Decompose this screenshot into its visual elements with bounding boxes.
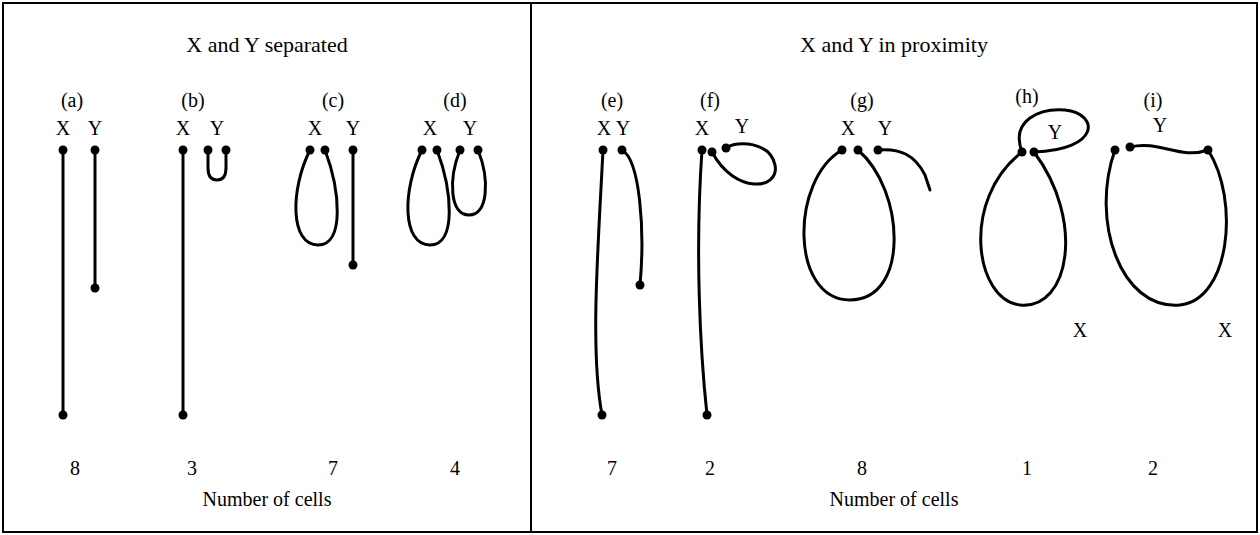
centromere-dot	[456, 146, 465, 155]
chromosome-label: Y	[1048, 121, 1062, 144]
centromere-dot	[179, 411, 188, 420]
centromere-dot	[349, 261, 358, 270]
cell-count: 8	[70, 457, 80, 480]
cell-count: 2	[705, 457, 715, 480]
chromosome-label: X	[176, 117, 190, 140]
chromosome-label: X	[1218, 319, 1232, 342]
centromere-dot	[349, 146, 358, 155]
figure-label: (d)	[443, 89, 466, 112]
centromere-dot	[1126, 143, 1135, 152]
chromosome-label: Y	[463, 117, 477, 140]
y-chromosome	[208, 150, 226, 180]
cell-count: 3	[187, 457, 197, 480]
cell-count: 1	[1022, 457, 1032, 480]
y-chromosome	[352, 150, 355, 265]
centromere-dot	[1204, 146, 1213, 155]
centromere-dot	[1030, 148, 1039, 157]
chromosome-label: Y	[210, 117, 224, 140]
panel-box: X and Y in proximityNumber of cells	[530, 2, 1258, 533]
panel-title: X and Y in proximity	[532, 32, 1256, 57]
chromosome-label: Y	[88, 117, 102, 140]
chromosome-label: Y	[346, 117, 360, 140]
y-chromosome	[453, 150, 486, 215]
centromere-dot	[204, 146, 213, 155]
figure-label: (f)	[700, 89, 720, 112]
x-chromosome	[296, 150, 337, 245]
chromosome-label: X	[56, 117, 70, 140]
centromere-dot	[179, 146, 188, 155]
figure-label: (a)	[61, 89, 83, 112]
figure-label: (g)	[850, 89, 873, 112]
chromosome-label: X	[695, 117, 709, 140]
y-chromosome	[1019, 110, 1088, 152]
x-chromosome	[699, 150, 707, 415]
centromere-dot	[306, 146, 315, 155]
centromere-dot	[618, 146, 627, 155]
centromere-dot	[433, 146, 442, 155]
chromosome-label: Y	[1153, 114, 1167, 137]
x-chromosome	[182, 150, 185, 415]
centromere-dot	[91, 284, 100, 293]
centromere-dot	[874, 146, 883, 155]
centromere-dot	[838, 146, 847, 155]
x-chromosome	[408, 150, 449, 245]
centromere-dot	[598, 411, 607, 420]
centromere-dot	[1111, 146, 1120, 155]
centromere-dot	[59, 146, 68, 155]
x-chromosome	[804, 150, 894, 300]
axis-caption: Number of cells	[532, 488, 1256, 511]
cell-count: 2	[1148, 457, 1158, 480]
centromere-dot	[722, 144, 731, 153]
panel-box: X and Y separatedNumber of cells	[2, 2, 532, 533]
y-chromosome	[94, 150, 97, 288]
centromere-dot	[708, 148, 717, 157]
chromosome-label: Y	[616, 117, 630, 140]
chromosome-label: X	[308, 117, 322, 140]
centromere-dot	[59, 411, 68, 420]
x-chromosome	[62, 150, 65, 415]
centromere-dot	[698, 146, 707, 155]
chromosome-label: Y	[878, 117, 892, 140]
y-chromosome	[712, 144, 775, 184]
centromere-dot	[474, 146, 483, 155]
centromere-dot	[418, 146, 427, 155]
x-chromosome	[1106, 150, 1226, 305]
centromere-dot	[222, 146, 231, 155]
centromere-dot	[703, 411, 712, 420]
x-chromosome	[981, 152, 1066, 305]
figure-label: (b)	[181, 89, 204, 112]
centromere-dot	[1018, 148, 1027, 157]
y-chromosome	[622, 150, 642, 285]
centromere-dot	[91, 146, 100, 155]
figure-label: (i)	[1144, 89, 1163, 112]
figure-label: (h)	[1015, 85, 1038, 108]
axis-caption: Number of cells	[4, 488, 530, 511]
chromosome-label: X	[1073, 319, 1087, 342]
figure-label: (e)	[601, 89, 623, 112]
cell-count: 8	[857, 457, 867, 480]
chromosome-label: Y	[735, 115, 749, 138]
cell-count: 7	[328, 457, 338, 480]
centromere-dot	[636, 281, 645, 290]
cell-count: 7	[607, 457, 617, 480]
centromere-dot	[854, 146, 863, 155]
chromosome-label: X	[597, 117, 611, 140]
chromosome-label: X	[423, 117, 437, 140]
centromere-dot	[321, 146, 330, 155]
chromosome-label: X	[841, 117, 855, 140]
cell-count: 4	[450, 457, 460, 480]
y-chromosome	[878, 150, 930, 190]
panel-title: X and Y separated	[4, 32, 530, 57]
y-chromosome	[1130, 145, 1208, 152]
centromere-dot	[599, 146, 608, 155]
x-chromosome	[596, 150, 603, 415]
figure-label: (c)	[322, 89, 344, 112]
